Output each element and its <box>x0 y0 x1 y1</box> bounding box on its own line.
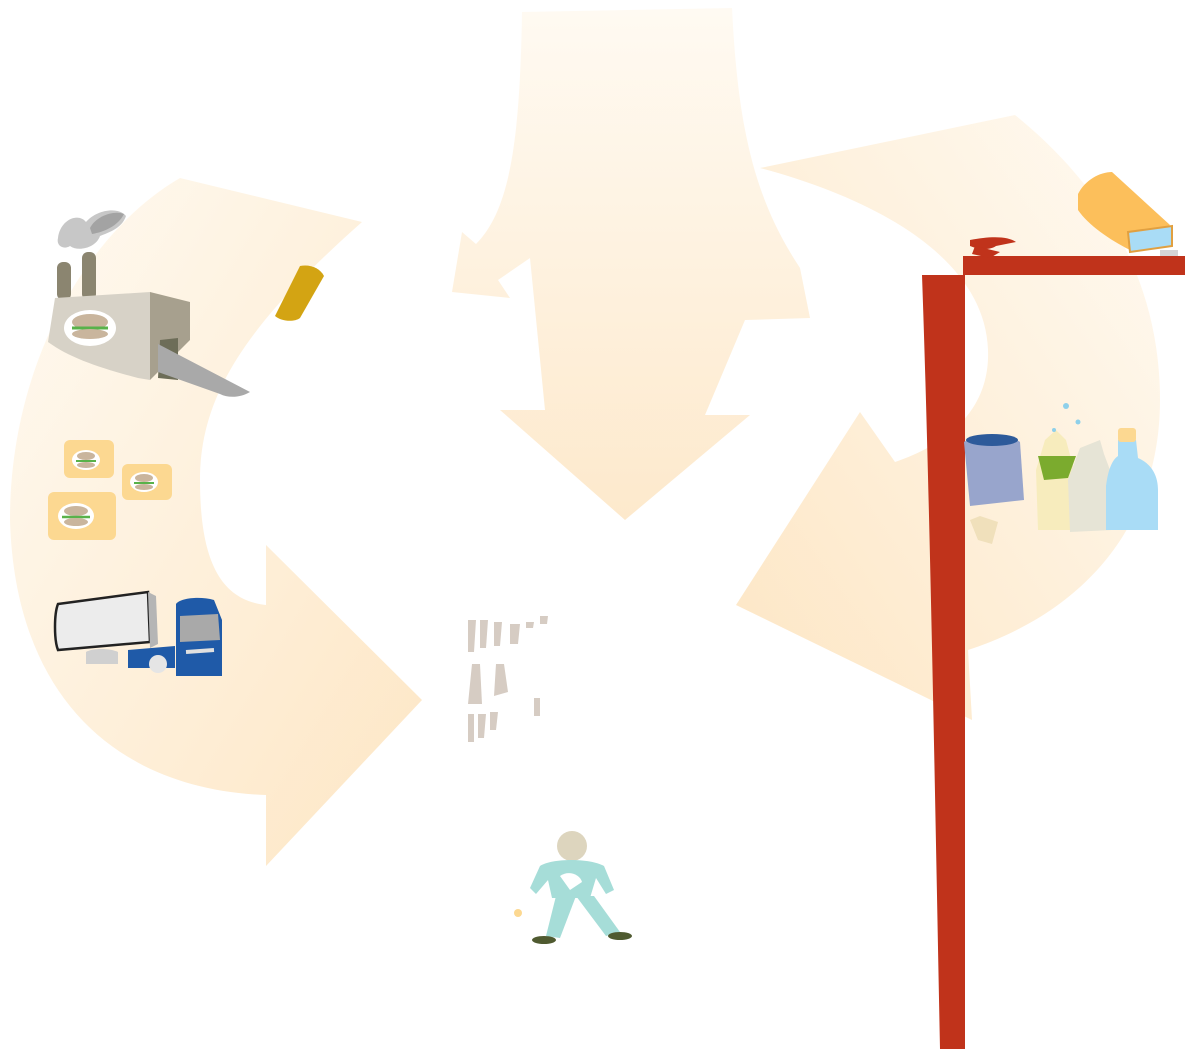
top-down-arrow <box>452 8 810 520</box>
factory-burger-icon <box>64 310 116 346</box>
burger-package-icon <box>48 492 116 540</box>
burger-package-icon <box>64 440 114 478</box>
footprints-icon <box>468 616 548 742</box>
person-icon <box>514 831 632 944</box>
burger-package-icon <box>122 464 172 500</box>
